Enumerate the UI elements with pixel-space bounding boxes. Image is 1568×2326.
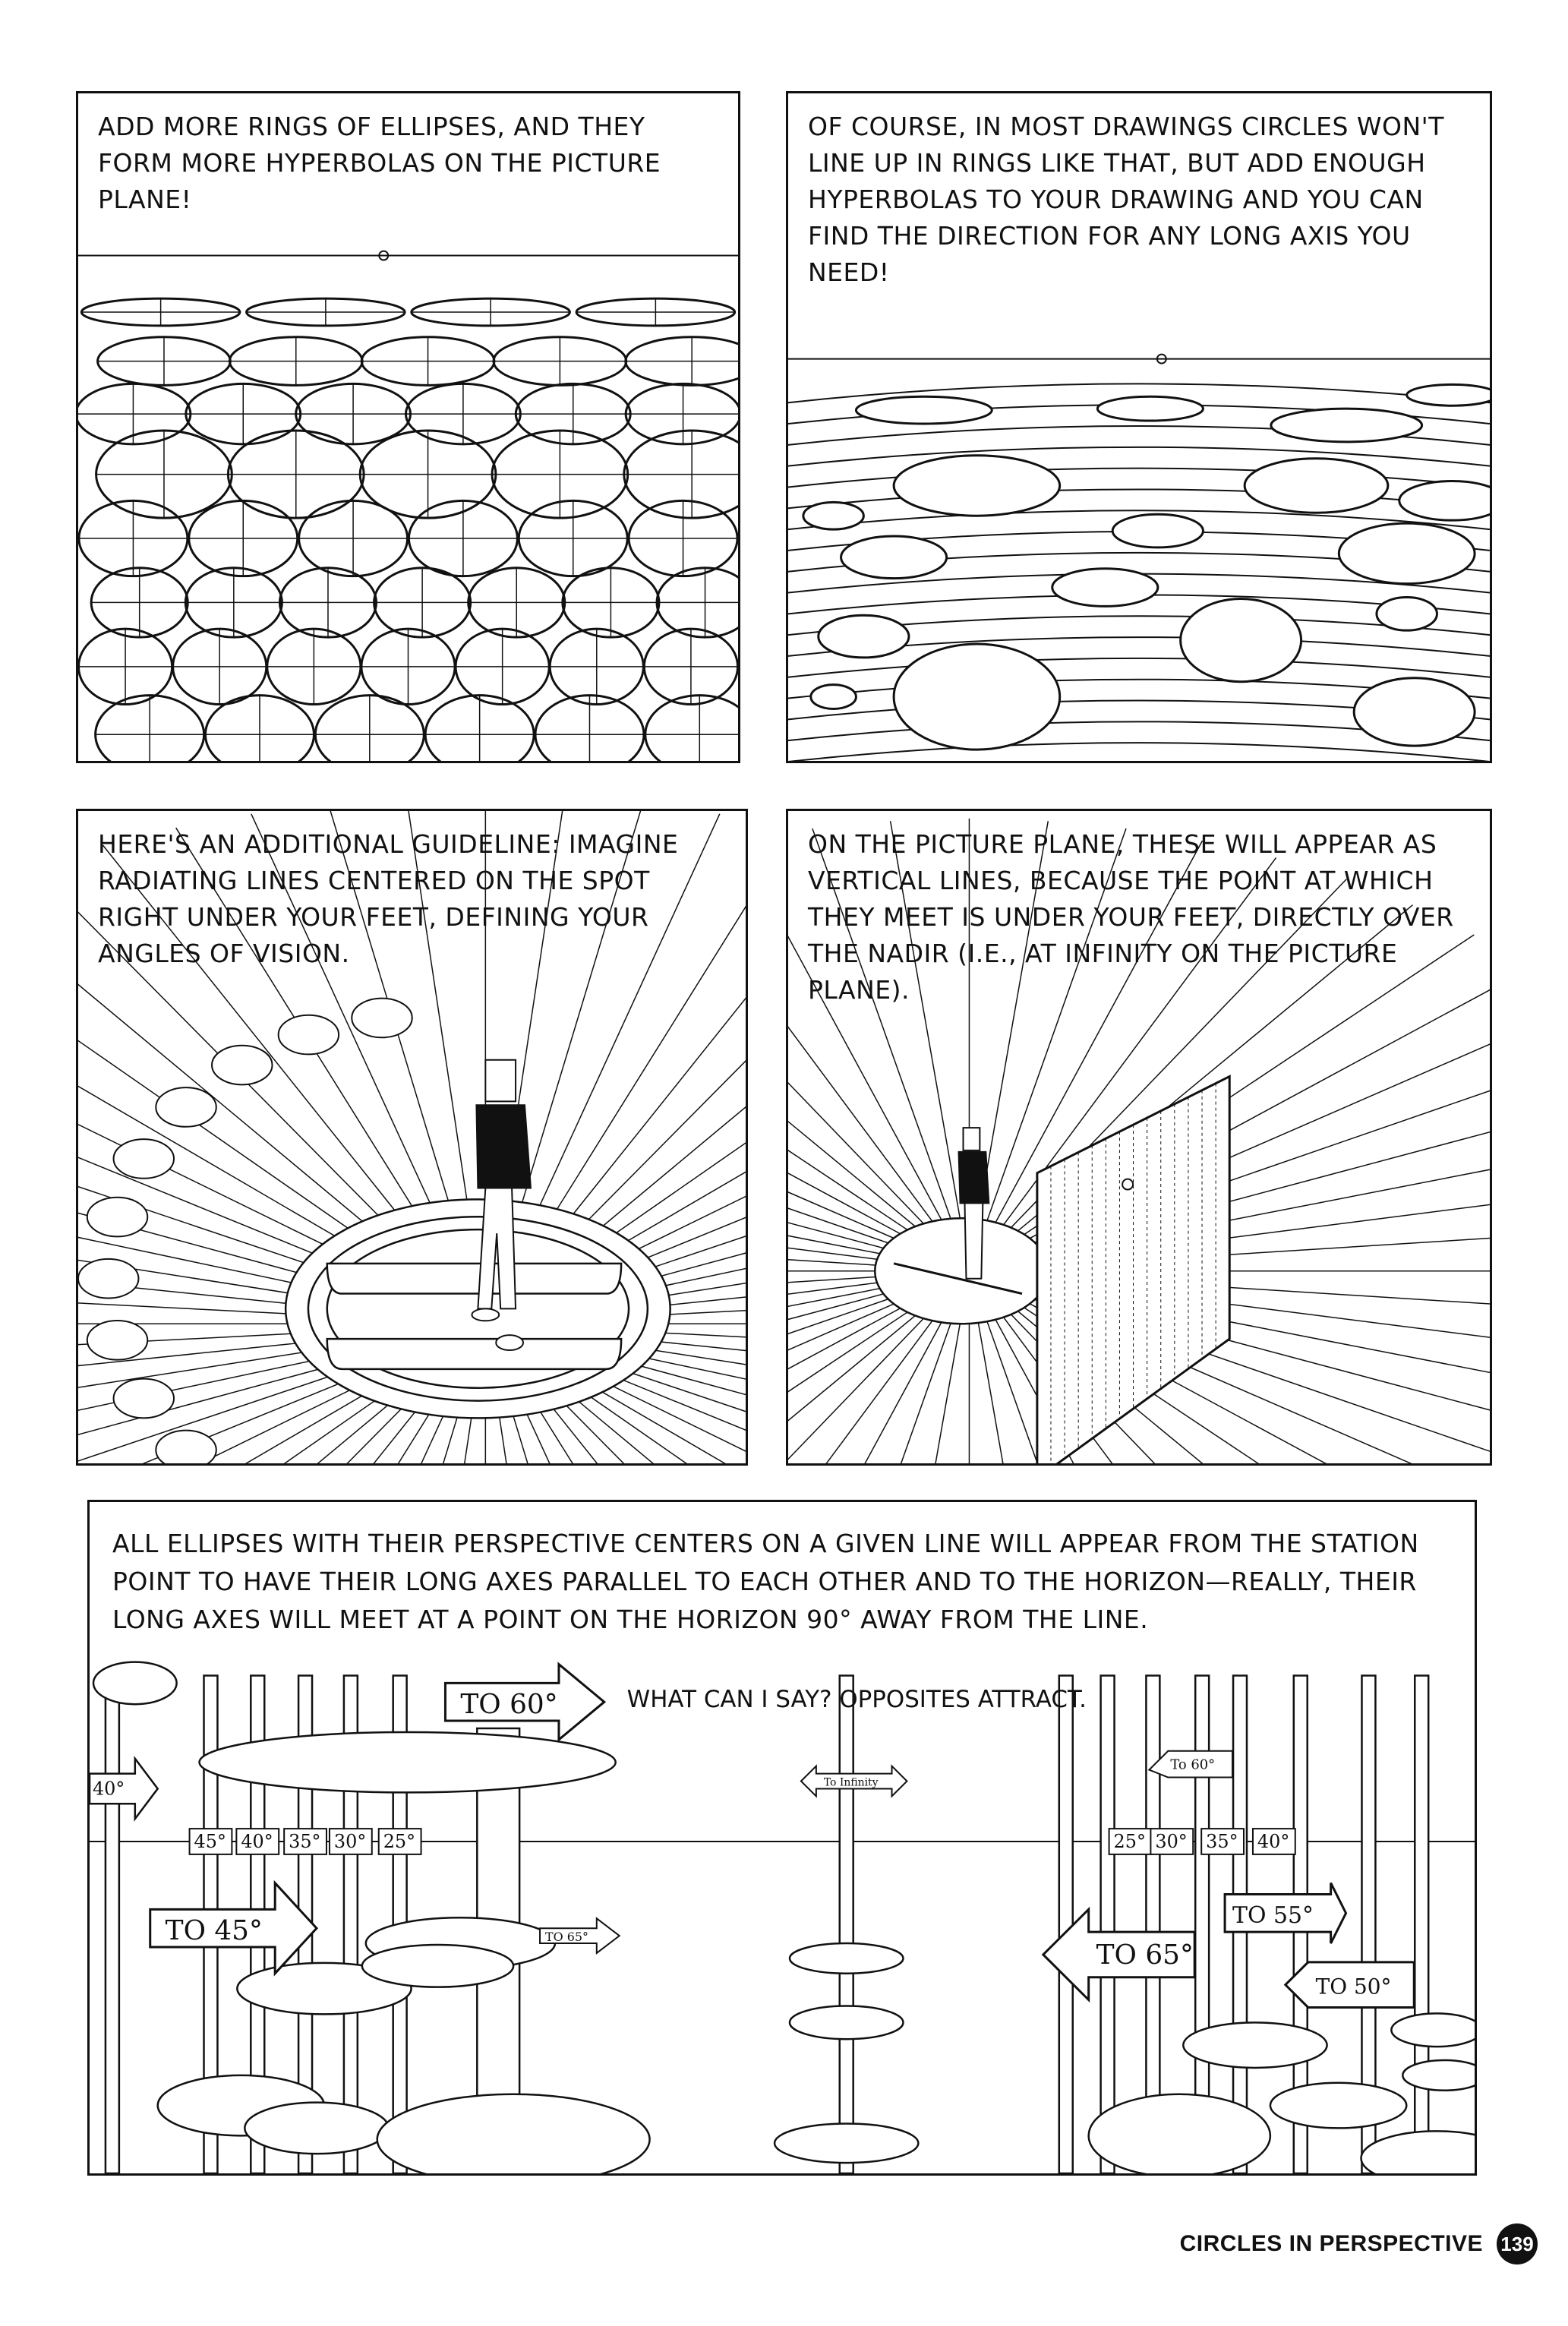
sign-to-50-text: TO 50° — [1316, 1974, 1392, 1999]
degree-tag-right: 30° — [1150, 1829, 1193, 1854]
svg-text:35°: 35° — [289, 1831, 320, 1852]
sign-to-60-right-text: To 60° — [1170, 1757, 1215, 1773]
panel-signposts: ALL ELLIPSES WITH THEIR PERSPECTIVE CENT… — [87, 1500, 1477, 2176]
svg-text:25°: 25° — [383, 1831, 415, 1852]
speech-opposites-attract: WHAT CAN I SAY? OPPOSITES ATTRACT. — [627, 1686, 1087, 1713]
degree-tag-right: 40° — [1253, 1829, 1295, 1854]
page-number-badge: 139 — [1497, 2223, 1538, 2264]
panel-1-caption: ADD MORE RINGS OF ELLIPSES, AND THEY FOR… — [98, 112, 661, 214]
sign-to-60-right: To 60° — [1149, 1751, 1232, 1778]
picture-plane-sheet — [1037, 1077, 1229, 1463]
picture-plane-drawing — [788, 811, 1490, 1463]
sign-to-45: TO 45° — [150, 1883, 317, 1974]
degree-tag-right: 35° — [1201, 1829, 1244, 1854]
svg-text:40°: 40° — [1257, 1831, 1289, 1852]
sign-to-65-text: TO 65° — [1096, 1939, 1194, 1971]
degree-tag-left: 40° — [236, 1829, 279, 1854]
sign-to-infinity-text: To Infinity — [824, 1776, 879, 1788]
panel-radiating-lines: HERE'S AN ADDITIONAL GUIDELINE: IMAGINE … — [76, 809, 748, 1466]
sign-to-60: TO 60° — [445, 1665, 604, 1740]
sign-40-edge-text: 40° — [93, 1778, 125, 1799]
panel-scattered-circles: OF COURSE, IN MOST DRAWINGS CIRCLES WON'… — [786, 91, 1492, 763]
svg-text:45°: 45° — [194, 1831, 226, 1852]
degree-tag-right: 25° — [1109, 1829, 1152, 1854]
signposts-drawing: 45° 40° 35° 30° 25° 25° 30° 35° 40° TO 60° TO 45… — [90, 1502, 1475, 2173]
panel-2-caption: OF COURSE, IN MOST DRAWINGS CIRCLES WON'… — [808, 112, 1444, 287]
degree-tag-left: 45° — [190, 1829, 232, 1854]
radiating-lines-figure-drawing — [78, 811, 746, 1463]
degree-tag-left: 35° — [284, 1829, 327, 1854]
sign-to-65: TO 65° — [1043, 1909, 1194, 1999]
panel-4-caption: ON THE PICTURE PLANE, THESE WILL APPEAR … — [808, 829, 1454, 1005]
sign-to-60-text: TO 60° — [460, 1689, 557, 1720]
sign-to-50: TO 50° — [1286, 1962, 1414, 2008]
degree-tag-left: 25° — [379, 1829, 421, 1854]
panel-rings-hyperbolas: ADD MORE RINGS OF ELLIPSES, AND THEY FOR… — [76, 91, 740, 763]
svg-text:30°: 30° — [334, 1831, 366, 1852]
scattered-ellipses-drawing — [788, 93, 1490, 761]
small-figure — [959, 1128, 989, 1279]
ellipse-rings-drawing — [78, 93, 738, 761]
svg-text:30°: 30° — [1155, 1831, 1187, 1852]
standing-figure — [472, 1060, 530, 1350]
sign-to-55: TO 55° — [1225, 1883, 1346, 1943]
panel-picture-plane: ON THE PICTURE PLANE, THESE WILL APPEAR … — [786, 809, 1492, 1466]
page-footer: CIRCLES IN PERSPECTIVE 139 — [1180, 2223, 1538, 2264]
sign-40-edge: 40° — [90, 1759, 158, 1819]
sign-to-45-text: TO 45° — [166, 1915, 263, 1946]
svg-text:40°: 40° — [241, 1831, 273, 1852]
degree-tag-left: 30° — [330, 1829, 372, 1854]
sign-to-infinity: To Infinity — [801, 1766, 907, 1797]
panel-5-caption: ALL ELLIPSES WITH THEIR PERSPECTIVE CENT… — [112, 1529, 1419, 1634]
chapter-title: CIRCLES IN PERSPECTIVE — [1179, 2231, 1483, 2256]
sign-to-55-text: TO 55° — [1232, 1902, 1314, 1929]
sign-to-65-small-text: TO 65° — [545, 1930, 588, 1944]
svg-text:25°: 25° — [1114, 1831, 1146, 1852]
svg-text:35°: 35° — [1206, 1831, 1238, 1852]
panel-3-caption: HERE'S AN ADDITIONAL GUIDELINE: IMAGINE … — [98, 829, 679, 968]
sign-to-65-small: TO 65° — [540, 1918, 620, 1953]
